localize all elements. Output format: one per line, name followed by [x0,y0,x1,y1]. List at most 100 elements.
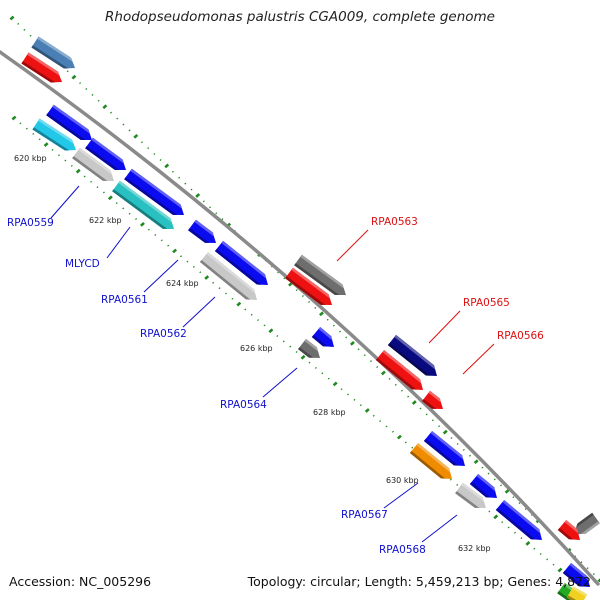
gene-label: RPA0566 [497,330,544,342]
kbp-tick-label: 624 kbp [166,279,199,288]
tick-dot [102,191,105,194]
gene-features-layer [21,36,600,600]
tick-dot [507,526,510,529]
tick-dot [481,466,484,469]
tick-dot [359,404,362,407]
gene-blue [124,168,184,215]
gene-blue-body [562,562,591,588]
tick-dot [462,448,465,451]
tick-dot [122,123,125,126]
gene-mlycd-body [112,180,175,230]
map-title: Rhodopseudomonas palustris CGA009, compl… [105,9,495,25]
gene-rpa0566-shadow [422,399,437,409]
genome-backbone [0,50,600,586]
gene-blue-body [214,240,269,285]
gene-rpa0561-shadow [188,228,210,243]
tick-dot [308,361,311,364]
tick-dot [512,496,515,499]
tick-dot [400,389,403,392]
tick-dot [164,163,170,169]
label-leader-line [336,229,369,262]
gene-blue-highlight [430,430,464,460]
tick-dot [301,295,304,298]
tick-dot [195,193,201,198]
label-leader-line [428,310,461,344]
tick-dot [376,366,379,369]
tick-dot [289,345,292,348]
tick-dot [456,442,459,445]
tick-dot [357,348,360,351]
tick-dot [539,553,542,556]
gene-blue-highlight [502,500,541,534]
tick-dot [380,370,386,376]
tick-dot [276,335,279,338]
backbone-layer [0,50,600,586]
gene-blue-shadow [423,439,459,466]
tick-dot [9,15,15,21]
tick-dot [97,99,100,102]
gene-rpa0566-highlight [428,390,442,403]
tick-dot [456,483,459,486]
tick-dot [19,122,22,125]
tick-dot [25,127,28,130]
gene-yellow [566,586,588,600]
gene-rpa0567-body [409,442,452,479]
tick-dot [438,425,441,428]
tick-dot [66,70,69,73]
tick-dot [388,377,391,380]
tick-dots-layer [9,15,600,583]
tick-dot [332,324,335,327]
gene-rpa0566 [422,390,443,410]
gene-steelblue-body [31,36,76,69]
tick-dot [353,398,356,401]
gene-rpa0562-body [199,251,257,301]
gene-red-body [375,349,423,390]
gene-gray-highlight [580,521,600,534]
gene-rpa0561-body [188,219,217,243]
gene-rpa0562 [199,251,257,301]
tick-dot [488,510,491,513]
tick-dot [250,313,253,316]
tick-dot [411,400,417,405]
gene-blue-shadow [124,177,178,215]
gene-red-shadow [285,276,326,305]
tick-dot [263,324,266,327]
gene-yellow-shadow [566,595,583,600]
gene-rpa0559-shadow [32,127,70,151]
gene-blue-shadow [46,113,86,141]
tick-dot [469,454,472,457]
tick-dot [369,360,372,363]
tick-dot [546,558,549,561]
kbp-tick-label: 632 kbp [458,544,491,553]
gene-blue-shadow [214,249,262,285]
gene-blue-shadow [469,482,491,498]
kbp-tick-label: 630 kbp [386,476,419,485]
gene-rpa0565 [387,334,437,376]
accession-text: Accession: NC_005296 [9,574,152,589]
gene-red [21,52,63,83]
gene-rpa0564-shadow [298,347,314,358]
tick-dot [411,446,414,449]
gene-rpa0565-highlight [394,334,436,370]
gene-rpa0559-body [32,118,77,151]
gene-label: RPA0567 [341,509,388,521]
tick-dot [231,297,234,300]
tick-dot [404,441,407,444]
tick-dot [71,74,77,80]
tick-dot [186,260,189,263]
tick-dot [347,393,350,396]
tick-dot [552,563,555,566]
tick-dot [295,289,298,292]
tick-dot [38,138,41,141]
tick-dot [57,154,60,157]
gene-blue-body [423,430,466,466]
tick-dot [79,82,82,85]
kbp-tick-label: 622 kbp [89,216,122,225]
gene-mlycd-shadow [112,189,168,229]
tick-dot [178,176,181,179]
gene-blue-body [311,327,335,348]
label-leader-line [106,226,131,259]
gene-label: MLYCD [65,258,100,270]
tick-dot [501,521,504,524]
